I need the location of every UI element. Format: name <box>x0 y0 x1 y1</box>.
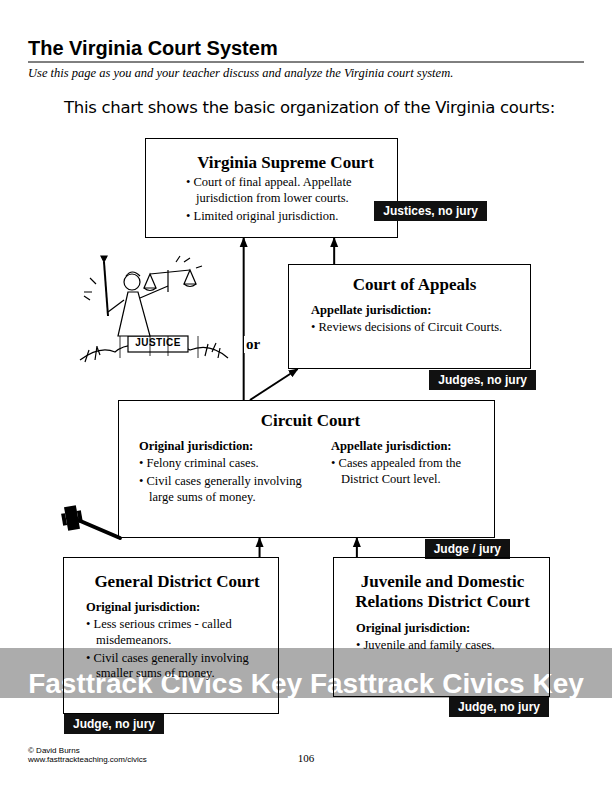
column: Original jurisdiction: • Felony criminal … <box>139 431 305 505</box>
jury-badge: Judge, no jury <box>449 697 549 717</box>
court-name: Virginia Supreme Court <box>186 153 385 173</box>
court-name: General District Court <box>86 572 268 592</box>
bullet-item: • Less serious crimes - called misdemean… <box>86 617 268 648</box>
court-box: Court of AppealsAppellate jurisdiction: •… <box>288 264 531 369</box>
jury-badge: Judge / jury <box>425 539 510 559</box>
court-name: Circuit Court <box>139 411 482 431</box>
appeal-arrow <box>259 538 261 557</box>
bullet-item: • Limited original jurisdiction. <box>186 209 385 225</box>
justice-illustration <box>80 256 228 362</box>
bullet-item: • Reviews decisions of Circuit Courts. <box>311 320 518 336</box>
jurisdiction-heading: Original jurisdiction: <box>139 439 305 454</box>
court-box: Circuit CourtOriginal jurisdiction: • Fel… <box>118 400 495 538</box>
court-box: General District CourtOriginal jurisdict… <box>63 557 279 714</box>
court-box: Virginia Supreme Court• Court of final a… <box>145 138 398 238</box>
jury-badge: Judge, no jury <box>64 714 164 734</box>
banner-text: JUSTICE <box>128 337 188 348</box>
appeal-arrow <box>356 538 358 557</box>
gavel-icon <box>61 505 120 538</box>
appeal-arrow <box>243 238 245 400</box>
chart-intro: This chart shows the basic organization … <box>64 98 604 117</box>
footer-url: www.fasttrackteaching.com/civics <box>28 755 147 764</box>
jury-badge: Justices, no jury <box>374 201 487 221</box>
bullet-item: • Civil cases generally involving large … <box>139 474 305 505</box>
jurisdiction-heading: Appellate jurisdiction: <box>331 439 482 454</box>
bullet-item: • Court of final appeal. Appellate juris… <box>186 175 385 206</box>
bullet-item: • Cases appealed from the District Court… <box>331 456 482 487</box>
page-number: 106 <box>290 752 322 764</box>
appeal-arrow <box>333 238 335 264</box>
title-rule <box>28 62 584 63</box>
jurisdiction-heading: Appellate jurisdiction: <box>311 303 518 318</box>
court-box: Juvenile and Domestic Relations District… <box>333 557 550 697</box>
instruction-note: Use this page as you and your teacher di… <box>28 66 598 81</box>
page-title: The Virginia Court System <box>28 37 278 60</box>
bullet-item: • Juvenile and family cases. <box>356 638 539 654</box>
court-name: Court of Appeals <box>311 275 518 295</box>
court-name: Juvenile and Domestic Relations District… <box>346 572 539 613</box>
column-row: Original jurisdiction: • Felony criminal … <box>139 431 482 505</box>
bullet-item: • Felony criminal cases. <box>139 456 305 472</box>
jurisdiction-heading: Original jurisdiction: <box>356 621 539 636</box>
or-label: or <box>244 336 262 353</box>
bullet-item: • Civil cases generally involving smalle… <box>86 651 268 682</box>
copyright: © David Burns <box>28 746 80 755</box>
jury-badge: Judges, no jury <box>429 370 536 390</box>
appeal-arrow <box>250 369 298 400</box>
jurisdiction-heading: Original jurisdiction: <box>86 600 268 615</box>
column: Appellate jurisdiction: • Cases appealed … <box>331 431 482 505</box>
